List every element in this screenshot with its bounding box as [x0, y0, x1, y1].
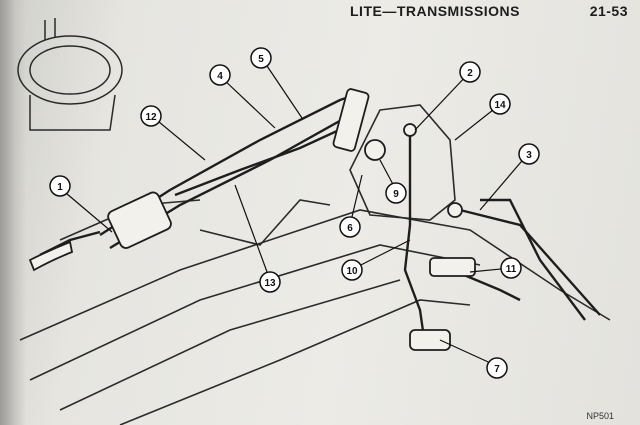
callout-label-4: 4 [217, 71, 223, 82]
callout-6: 6 [339, 216, 361, 238]
callout-label-10: 10 [346, 266, 358, 277]
callout-label-13: 13 [264, 278, 276, 289]
section-title: LITE—TRANSMISSIONS [350, 3, 521, 19]
page-header: LITE—TRANSMISSIONS 21-53 [350, 0, 628, 22]
callout-13: 13 [259, 271, 281, 293]
callout-label-11: 11 [506, 264, 517, 275]
callout-12: 12 [140, 105, 162, 127]
callout-label-1: 1 [57, 182, 63, 193]
callout-1: 1 [49, 175, 71, 197]
callout-label-6: 6 [347, 223, 353, 234]
callout-3: 3 [518, 143, 540, 165]
callout-9: 9 [385, 182, 407, 204]
callout-label-9: 9 [393, 189, 399, 200]
callout-10: 10 [341, 259, 363, 281]
carburetor-drawing [17, 18, 123, 131]
page-number: 21-53 [589, 3, 628, 19]
callout-label-5: 5 [258, 54, 264, 65]
bellcrank-assembly [28, 88, 476, 351]
callout-5: 5 [250, 47, 272, 69]
frame-body-drawing [19, 104, 611, 425]
callout-label-14: 14 [494, 100, 506, 111]
page-gutter-shadow [0, 0, 26, 425]
callout-label-7: 7 [494, 364, 500, 375]
callout-7: 7 [486, 357, 508, 379]
callout-label-3: 3 [526, 150, 532, 161]
callout-14: 14 [489, 93, 511, 115]
callout-label-12: 12 [145, 112, 157, 123]
figure-code: NP501 [586, 411, 614, 421]
callout-4: 4 [209, 64, 231, 86]
leader-lines [59, 59, 528, 367]
callout-11: 11 [500, 257, 522, 279]
callout-2: 2 [459, 61, 481, 83]
callout-label-2: 2 [467, 68, 473, 79]
